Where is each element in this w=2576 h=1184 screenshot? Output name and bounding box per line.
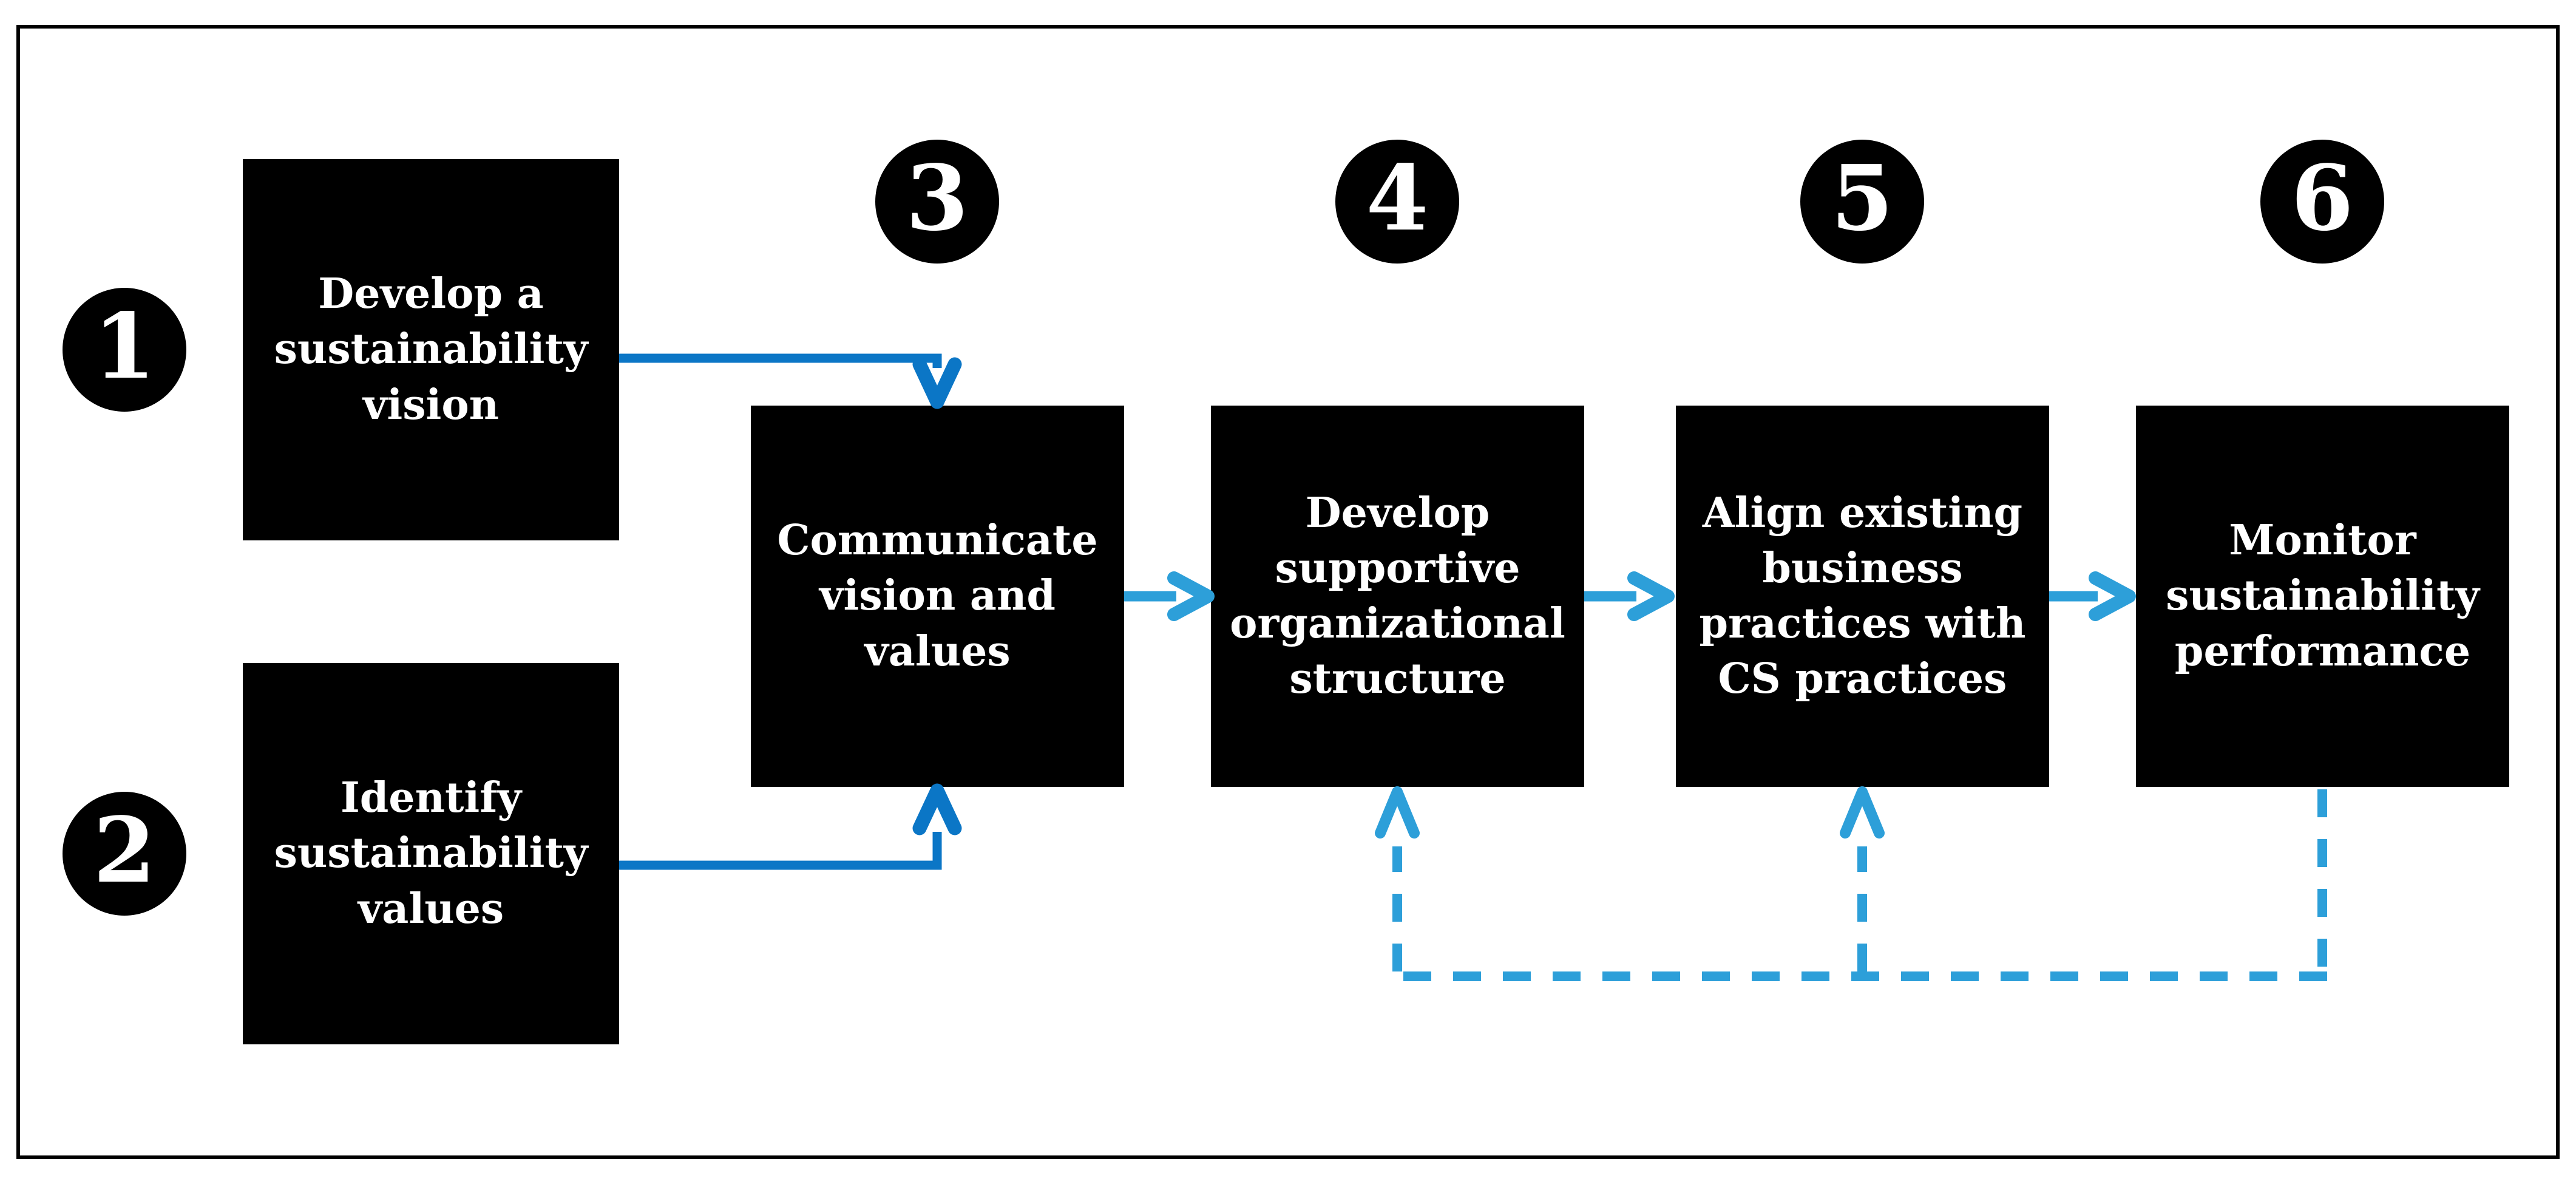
step-box-monitor-performance: Monitor sustainability performance [2136,406,2509,787]
step-badge-6: 6 [2260,140,2384,264]
step-label: Develop a sustainability vision [274,270,588,429]
step-label: Communicate vision and values [777,516,1098,676]
step-badge-2: 2 [63,792,186,916]
step-number: 2 [93,797,156,903]
step-number: 3 [906,145,969,251]
step-box-develop-structure: Develop supportive organizational struct… [1211,406,1584,787]
step-badge-3: 3 [875,140,999,264]
figure-border [16,25,2560,1159]
step-number: 4 [1366,145,1429,251]
step-label: Identify sustainability values [274,774,588,933]
step-box-develop-vision: Develop a sustainability vision [243,159,619,540]
step-box-align-practices: Align existing business practices with C… [1676,406,2049,787]
step-badge-1: 1 [63,288,186,412]
step-label: Monitor sustainability performance [2166,516,2479,676]
step-number: 6 [2291,145,2354,251]
step-number: 5 [1831,145,1894,251]
step-number: 1 [93,293,156,399]
step-badge-5: 5 [1800,140,1924,264]
step-label: Develop supportive organizational struct… [1230,488,1565,704]
step-box-communicate-vision-values: Communicate vision and values [751,406,1124,787]
step-badge-4: 4 [1335,140,1459,264]
step-box-identify-values: Identify sustainability values [243,663,619,1044]
step-label: Align existing business practices with C… [1699,488,2026,704]
